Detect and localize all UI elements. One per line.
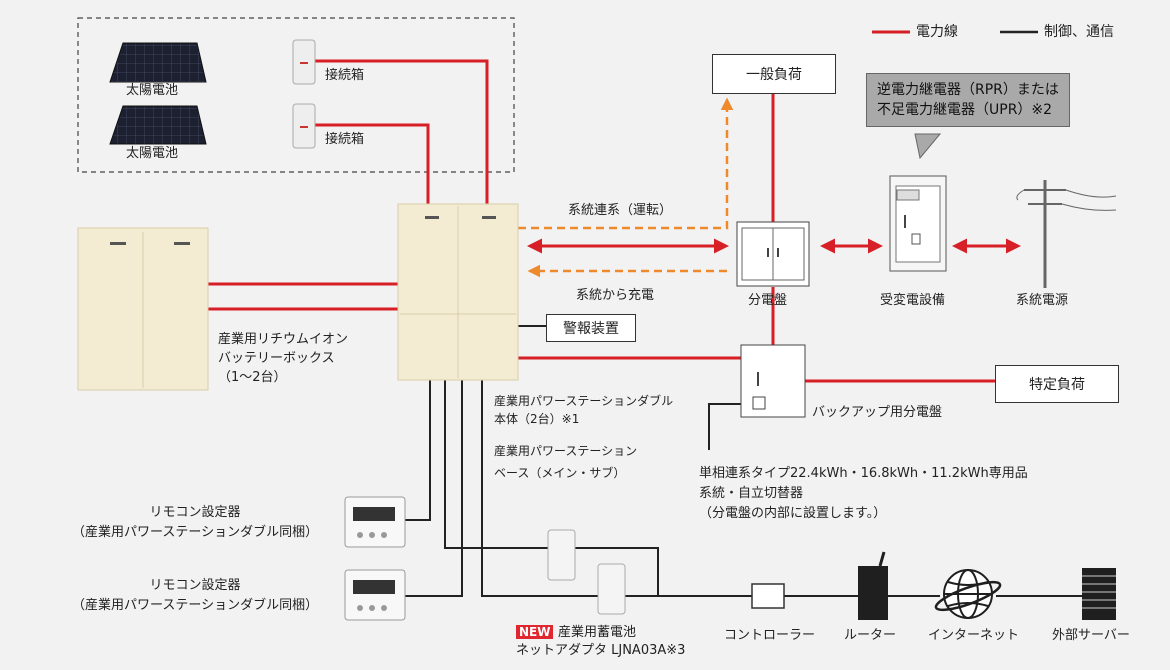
router-icon (858, 551, 888, 620)
remote-2-label: リモコン設定器 （産業用パワーステーションダブル同梱） (72, 578, 319, 613)
junction-box-1-label: 接続箱 (325, 68, 365, 83)
solar-panel-1 (109, 42, 207, 83)
legend-power-label: 電力線 (916, 24, 958, 40)
internet-label: インターネット (928, 628, 1020, 643)
grid-tie-label: 系統連系（運転） (568, 203, 673, 218)
adapter-label-line: NEW (516, 624, 556, 641)
adapter-unit-2-icon (597, 563, 626, 615)
solar-group-outline (77, 17, 515, 173)
switch-note: 単相連系タイプ22.4kWh・16.8kWh・11.2kWh専用品 系統・自立切… (699, 466, 1028, 521)
external-server-label: 外部サーバー (1052, 628, 1130, 643)
adapter-unit-1-icon (547, 529, 576, 581)
distribution-board-icon (736, 221, 810, 287)
backup-board-label: バックアップ用分電盤 (812, 405, 943, 420)
flow-lines (518, 97, 734, 278)
distribution-board-label: 分電盤 (748, 293, 788, 308)
power-station-main-label: 産業用パワーステーションダブル 本体（2台）※1 (494, 394, 674, 426)
junction-box-2-icon (292, 103, 316, 149)
controller-label: コントローラー (724, 628, 816, 643)
battery-box-label: 産業用リチウムイオン バッテリーボックス （1～2台） (218, 332, 349, 385)
grid-charge-label: 系統から充電 (576, 288, 655, 303)
internet-globe-icon (934, 569, 1002, 619)
router-label: ルーター (844, 628, 897, 643)
grid-power-label: 系統電源 (1016, 293, 1069, 308)
power-station-base-label: 産業用パワーステーション ベース（メイン・サブ） (494, 444, 638, 480)
adapter-label: 産業用蓄電池 ネットアダプタ LJNA03A※3 (516, 625, 686, 658)
general-load-box: 一般負荷 (712, 54, 836, 94)
junction-box-2-label: 接続箱 (325, 132, 365, 147)
specific-load-box: 特定負荷 (995, 365, 1119, 403)
legend-control-label: 制御、通信 (1044, 24, 1114, 40)
backup-board-icon (740, 344, 806, 418)
controller-icon (751, 583, 785, 609)
remote-1-label: リモコン設定器 （産業用パワーステーションダブル同梱） (72, 505, 319, 540)
junction-box-1-icon (292, 39, 316, 85)
solar-panel-2-label: 太陽電池 (126, 146, 179, 161)
new-badge: NEW (516, 625, 554, 639)
remote-1-icon (344, 496, 406, 548)
solar-panel-1-label: 太陽電池 (126, 83, 179, 98)
solar-panel-2 (109, 105, 207, 145)
external-server-icon (1082, 568, 1116, 620)
alarm-box: 警報装置 (546, 314, 636, 342)
callout-pointer (914, 133, 942, 160)
power-lines (208, 59, 1021, 383)
relay-callout: 逆電力継電器（RPR）または 不足電力継電器（UPR）※2 (866, 73, 1070, 127)
battery-box-icon (77, 227, 209, 391)
utility-pole-icon (1016, 180, 1117, 288)
substation-icon (889, 175, 947, 272)
power-station-icon (397, 203, 519, 381)
remote-2-icon (344, 569, 406, 621)
substation-label: 受変電設備 (880, 293, 946, 308)
